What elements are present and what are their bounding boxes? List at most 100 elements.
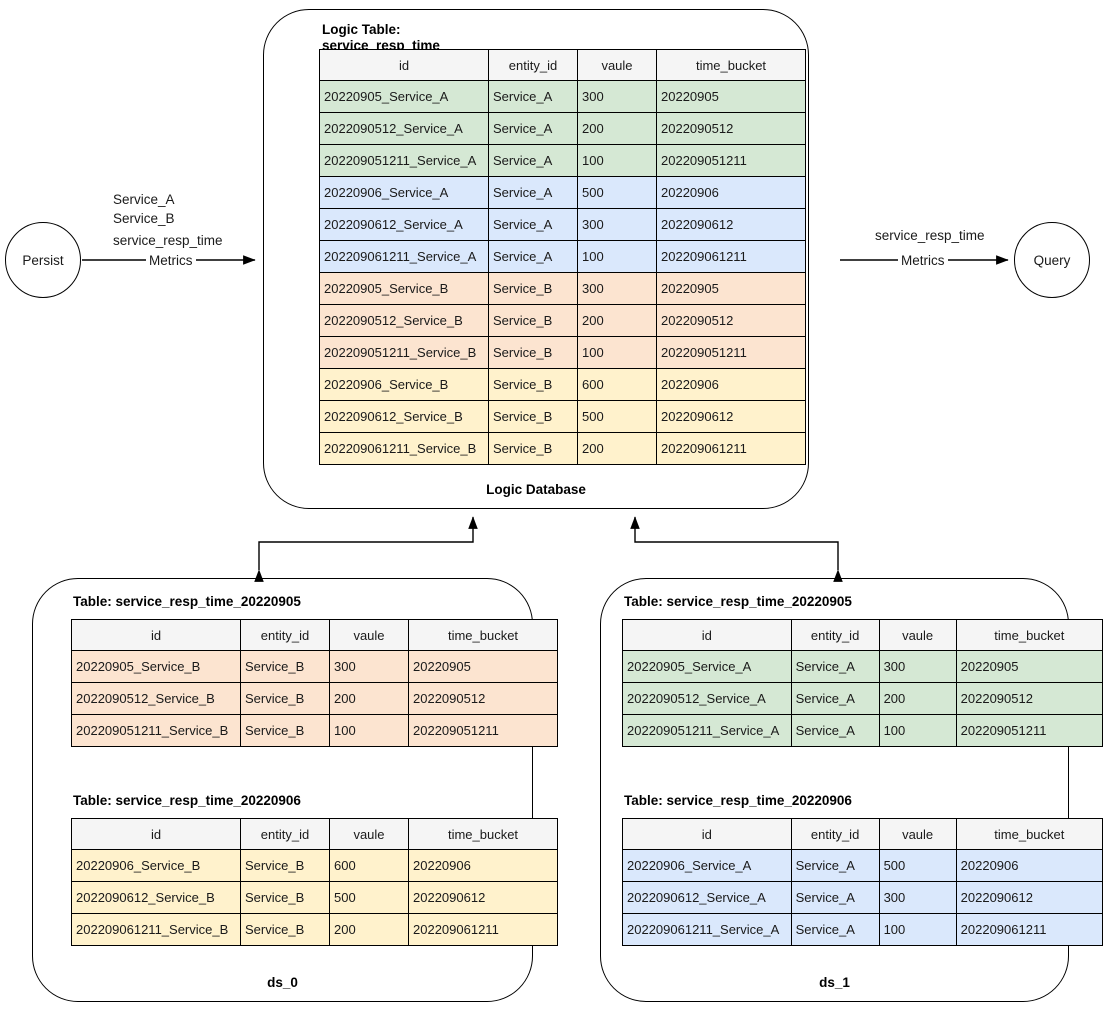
cell-entity-id: Service_B [488, 272, 578, 305]
cell-time-bucket: 202209061211 [656, 432, 806, 465]
cell-entity-id: Service_B [488, 336, 578, 369]
cell-vaule: 600 [329, 849, 409, 882]
column-header-id: id [71, 818, 241, 850]
logic-database-panel[interactable] [263, 9, 809, 509]
ds0-label: ds_0 [267, 975, 298, 990]
cell-vaule: 200 [577, 432, 657, 465]
logic-table-title-line-1: Logic Table: [322, 22, 401, 37]
cell-id: 20220906_Service_A [622, 849, 792, 882]
cell-time-bucket: 2022090512 [408, 682, 558, 715]
cell-entity-id: Service_A [790, 913, 880, 946]
query-node-label: Query [1033, 252, 1071, 268]
cell-time-bucket: 20220906 [408, 849, 558, 882]
column-header-vaule: vaule [577, 49, 657, 81]
cell-time-bucket: 202209061211 [656, 240, 806, 273]
persist-edge-service-b-label: Service_B [113, 211, 175, 226]
column-header-id: id [622, 818, 792, 850]
ds1-table-1[interactable]: id entity_id vaule time_bucket 20220906_… [622, 818, 1103, 946]
cell-id: 2022090512_Service_B [319, 304, 489, 337]
ds1-label: ds_1 [819, 975, 850, 990]
cell-time-bucket: 20220906 [656, 368, 806, 401]
cell-vaule: 500 [329, 881, 409, 914]
cell-vaule: 100 [878, 714, 957, 747]
cell-vaule: 300 [878, 881, 957, 914]
cell-time-bucket: 202209051211 [408, 714, 558, 747]
cell-id: 2022090512_Service_B [71, 682, 241, 715]
cell-id: 202209051211_Service_A [319, 144, 489, 177]
cell-entity-id: Service_B [488, 432, 578, 465]
cell-id: 2022090612_Service_B [71, 881, 241, 914]
cell-vaule: 300 [878, 650, 957, 683]
column-header-id: id [622, 619, 792, 651]
column-header-entity-id: entity_id [790, 818, 880, 850]
cell-time-bucket: 2022090612 [408, 881, 558, 914]
persist-node[interactable]: Persist [5, 222, 81, 298]
table-header-row: id entity_id vaule time_bucket [71, 619, 558, 651]
ds1-panel[interactable] [600, 578, 1069, 1002]
logic-table[interactable]: id entity_id vaule time_bucket 20220905_… [319, 49, 806, 465]
cell-vaule: 300 [577, 208, 657, 241]
cell-id: 202209051211_Service_A [622, 714, 792, 747]
ds0-panel[interactable] [32, 578, 533, 1002]
column-header-vaule: vaule [329, 818, 409, 850]
edge-logic-db-to-ds1 [630, 516, 843, 582]
cell-id: 202209051211_Service_B [319, 336, 489, 369]
cell-vaule: 200 [577, 304, 657, 337]
cell-entity-id: Service_A [790, 682, 880, 715]
cell-id: 202209051211_Service_B [71, 714, 241, 747]
cell-id: 2022090512_Service_A [622, 682, 792, 715]
cell-entity-id: Service_A [488, 240, 578, 273]
column-header-id: id [71, 619, 241, 651]
cell-time-bucket: 202209061211 [955, 913, 1103, 946]
column-header-vaule: vaule [878, 619, 957, 651]
cell-entity-id: Service_B [240, 650, 330, 683]
ds0-table-0[interactable]: id entity_id vaule time_bucket 20220905_… [71, 619, 558, 747]
column-header-time-bucket: time_bucket [408, 619, 558, 651]
query-node[interactable]: Query [1014, 222, 1090, 298]
cell-time-bucket: 2022090612 [656, 208, 806, 241]
cell-time-bucket: 20220905 [408, 650, 558, 683]
cell-vaule: 500 [577, 400, 657, 433]
cell-vaule: 200 [878, 682, 957, 715]
ds1-table-0[interactable]: id entity_id vaule time_bucket 20220905_… [622, 619, 1103, 747]
cell-entity-id: Service_A [790, 714, 880, 747]
cell-id: 2022090612_Service_A [622, 881, 792, 914]
ds0-table-1[interactable]: id entity_id vaule time_bucket 20220906_… [71, 818, 558, 946]
cell-vaule: 500 [577, 176, 657, 209]
cell-id: 20220906_Service_B [319, 368, 489, 401]
cell-vaule: 100 [329, 714, 409, 747]
cell-vaule: 200 [577, 112, 657, 145]
cell-entity-id: Service_A [790, 650, 880, 683]
persist-edge-metric-name-label: service_resp_time [113, 233, 223, 248]
cell-id: 2022090612_Service_A [319, 208, 489, 241]
cell-entity-id: Service_B [240, 682, 330, 715]
cell-entity-id: Service_A [488, 80, 578, 113]
cell-id: 202209061211_Service_B [71, 913, 241, 946]
